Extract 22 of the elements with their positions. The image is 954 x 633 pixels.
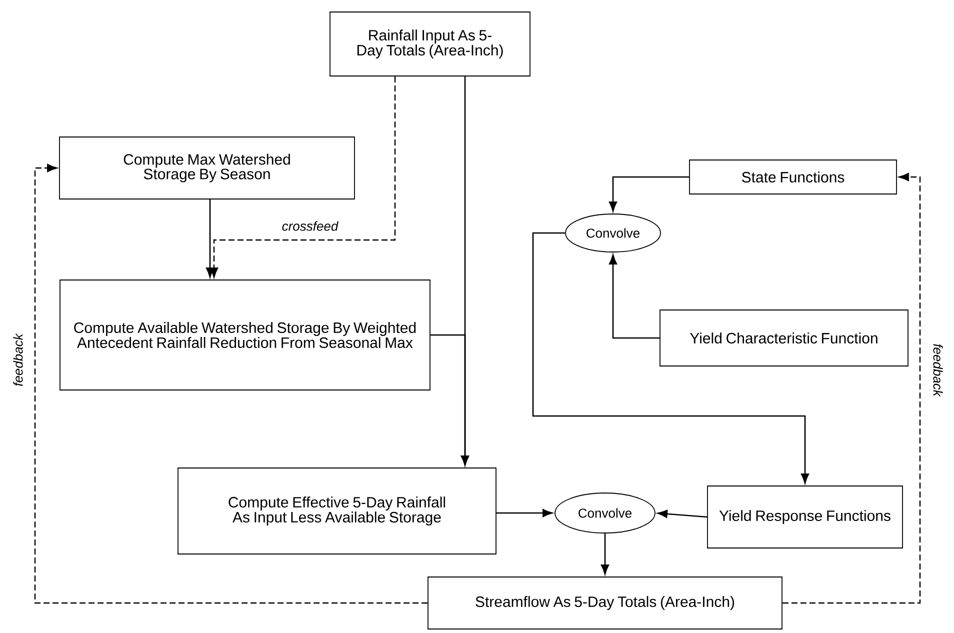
- process-box: Compute Effective 5-Day Rainfall As Input Less Available Storage: [178, 468, 496, 554]
- edge-label: crossfeed: [282, 221, 339, 231]
- arrow: [782, 172, 921, 604]
- edge-label: feedback: [932, 342, 944, 398]
- process-box: Yield Characteristic Function: [660, 310, 908, 366]
- arrow: [657, 510, 708, 518]
- arrow: [609, 254, 660, 339]
- arrow: [600, 533, 610, 575]
- arrow: [609, 176, 690, 212]
- process-box: Streamflow As 5-Day Totals (Area-Inch): [428, 576, 782, 630]
- edge-label: feedback: [12, 332, 24, 388]
- process-box: Compute Available Watershed Storage By Weighted Antecedent Rainfall Reduction From Seasonal Max: [60, 280, 430, 390]
- arrow: [430, 334, 470, 466]
- process-box: Compute Max Watershed Storage By Season: [59, 136, 355, 200]
- arrow: [34, 164, 428, 604]
- arrow: [206, 199, 214, 278]
- arrow: [496, 509, 553, 518]
- arrow: [210, 76, 396, 278]
- arrow: [532, 232, 810, 484]
- process-box: State Functions: [689, 160, 897, 194]
- process-box: Yield Response Functions: [707, 486, 903, 548]
- process-box: Rainfall Input As 5-Day Totals (Area-Inch): [330, 12, 530, 76]
